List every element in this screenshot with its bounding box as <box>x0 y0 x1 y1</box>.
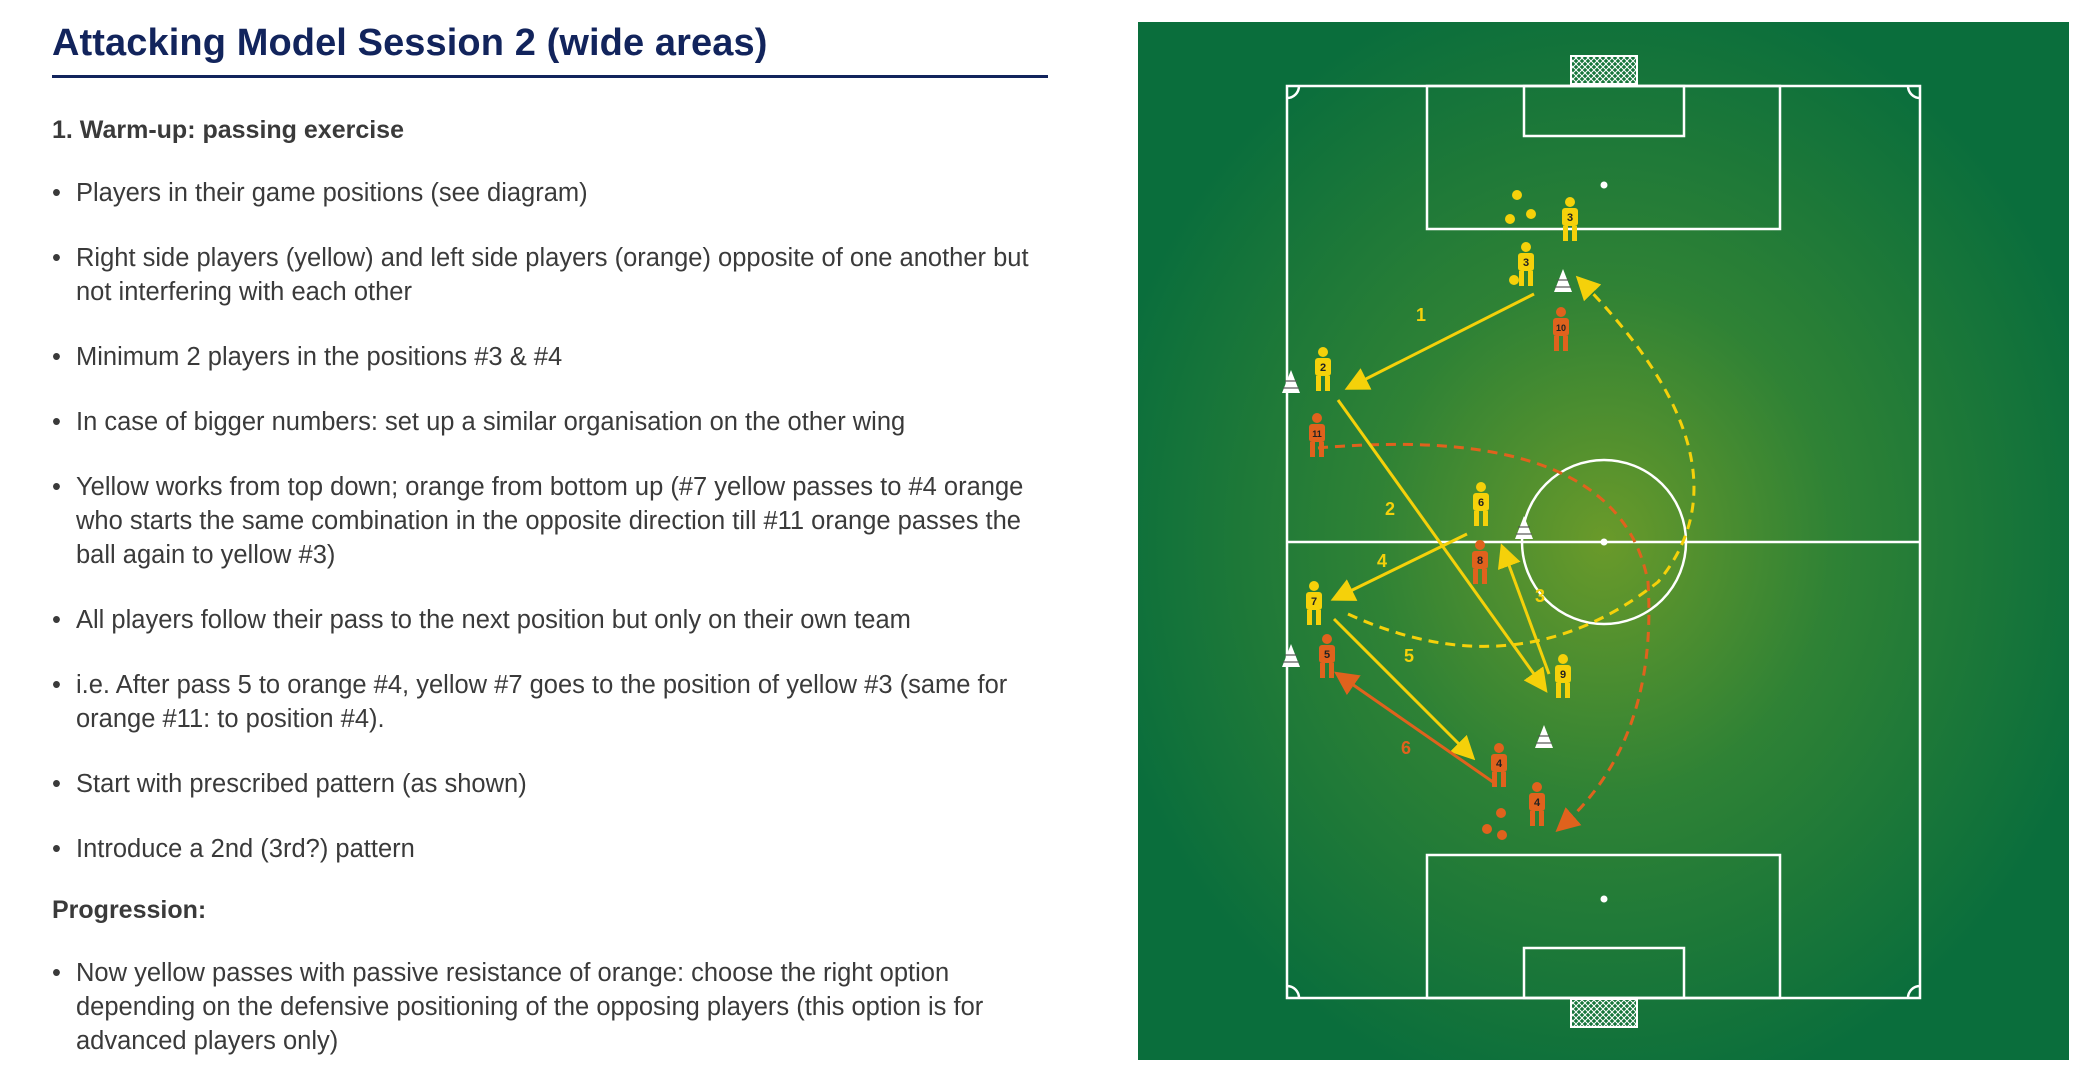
list-item: Right side players (yellow) and left sid… <box>52 241 1048 309</box>
pass-label: 4 <box>1377 551 1387 571</box>
list-item: Yellow works from top down; orange from … <box>52 470 1048 572</box>
pitch-svg: 1 2 3 4 5 6 3 3 2 6 7 9 <box>1138 22 2069 1060</box>
pass-label: 5 <box>1404 646 1414 666</box>
instructions-panel: Attacking Model Session 2 (wide areas) 1… <box>52 22 1048 1058</box>
player-yellow-7: 7 <box>1306 581 1322 625</box>
svg-text:4: 4 <box>1496 758 1503 770</box>
list-item: i.e. After pass 5 to orange #4, yellow #… <box>52 668 1048 736</box>
player-orange-10: 10 <box>1553 307 1569 351</box>
top-goal <box>1570 55 1638 85</box>
list-item: Introduce a 2nd (3rd?) pattern <box>52 832 1048 866</box>
player-orange-4: 4 <box>1529 782 1545 826</box>
player-orange-5: 5 <box>1319 634 1335 678</box>
player-orange-4: 4 <box>1491 743 1507 787</box>
svg-text:3: 3 <box>1567 212 1573 224</box>
svg-text:6: 6 <box>1478 497 1484 509</box>
pitch-markings <box>1285 84 1922 1000</box>
svg-text:8: 8 <box>1477 555 1483 567</box>
progression-title: Progression: <box>52 896 207 924</box>
page-title: Attacking Model Session 2 (wide areas) <box>52 22 1048 78</box>
list-item: Players in their game positions (see dia… <box>52 176 1048 210</box>
player-yellow-6: 6 <box>1473 482 1489 526</box>
pass-label: 6 <box>1401 738 1411 758</box>
list-item: Start with prescribed pattern (as shown) <box>52 767 1048 801</box>
pitch-diagram: 1 2 3 4 5 6 3 3 2 6 7 9 <box>1138 22 2069 1060</box>
progression-list: Now yellow passes with passive resistanc… <box>52 956 1048 1058</box>
player-yellow-2: 2 <box>1315 347 1331 391</box>
list-item: Minimum 2 players in the positions #3 & … <box>52 340 1048 374</box>
svg-text:5: 5 <box>1324 649 1330 661</box>
passes <box>1330 292 1551 784</box>
player-yellow-3: 3 <box>1518 242 1534 286</box>
svg-text:10: 10 <box>1556 323 1566 333</box>
player-yellow-3: 3 <box>1562 197 1578 241</box>
player-orange-8: 8 <box>1472 540 1488 584</box>
pass-label: 2 <box>1385 499 1395 519</box>
player-runs <box>1317 275 1696 832</box>
yellow-balls <box>1505 190 1536 285</box>
pass-label: 3 <box>1535 586 1545 606</box>
pass-label: 1 <box>1416 305 1426 325</box>
svg-text:3: 3 <box>1523 257 1529 269</box>
bottom-goal <box>1570 998 1638 1028</box>
player-yellow-9: 9 <box>1555 654 1571 698</box>
player-orange-11: 11 <box>1309 413 1325 457</box>
orange-balls <box>1482 808 1507 840</box>
svg-text:7: 7 <box>1311 596 1317 608</box>
instruction-list: Players in their game positions (see dia… <box>52 176 1048 866</box>
list-item: All players follow their pass to the nex… <box>52 603 1048 637</box>
pass-labels: 1 2 3 4 5 6 <box>1377 305 1545 758</box>
svg-text:2: 2 <box>1320 362 1326 374</box>
svg-text:9: 9 <box>1560 669 1566 681</box>
svg-text:11: 11 <box>1312 429 1322 439</box>
section-title: 1. Warm-up: passing exercise <box>52 116 404 144</box>
svg-text:4: 4 <box>1534 797 1541 809</box>
list-item: In case of bigger numbers: set up a simi… <box>52 405 1048 439</box>
list-item: Now yellow passes with passive resistanc… <box>52 956 1048 1058</box>
